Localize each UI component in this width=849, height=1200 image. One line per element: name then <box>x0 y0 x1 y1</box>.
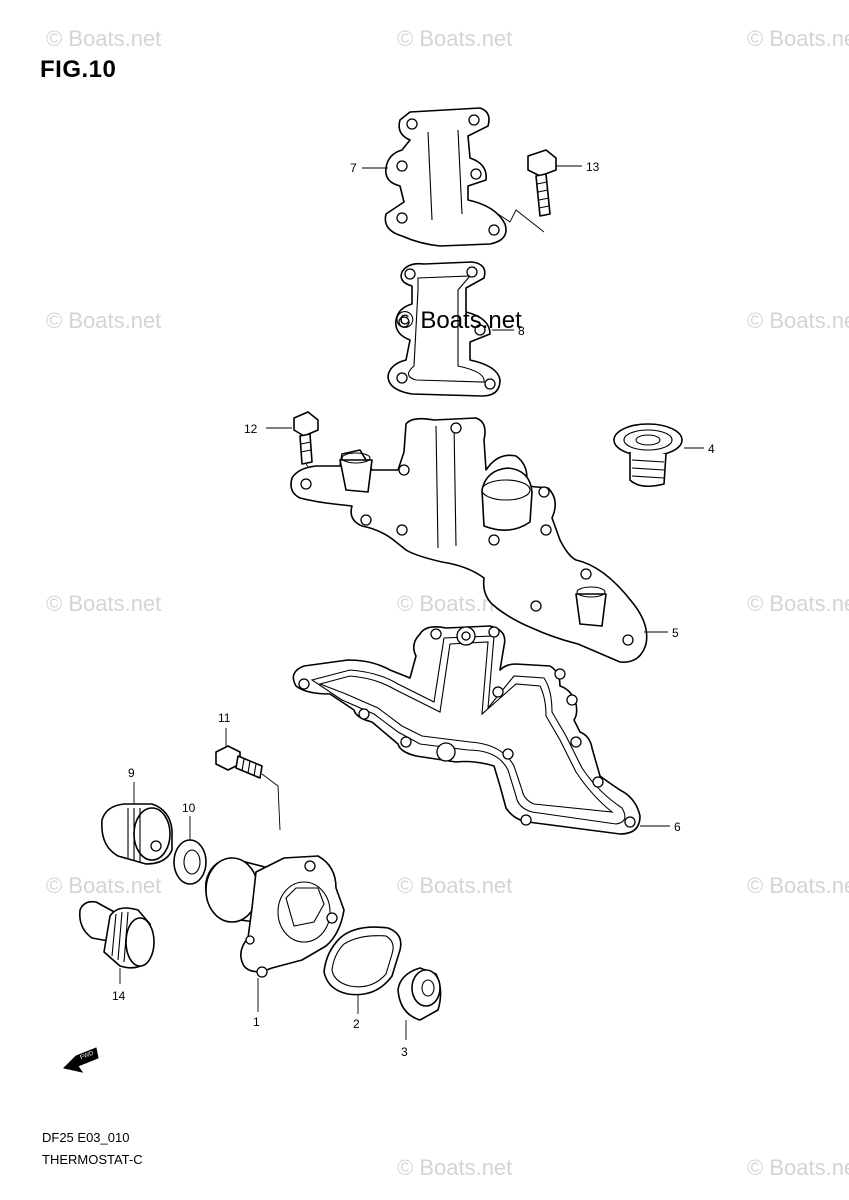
forward-direction-icon: FWD <box>63 1047 99 1073</box>
part-14-fitting <box>78 900 155 969</box>
watermark: © Boats.net <box>747 873 849 898</box>
callout-4: 4 <box>708 442 715 456</box>
figure-title: FIG.10 <box>40 56 117 83</box>
watermark: © Boats.net <box>46 591 162 616</box>
callout-3: 3 <box>401 1045 408 1059</box>
watermark: © Boats.net <box>397 1155 513 1180</box>
watermark: © Boats.net <box>747 308 849 333</box>
callout-12: 12 <box>244 422 258 436</box>
callout-7: 7 <box>350 161 357 175</box>
watermark: © Boats.net <box>46 308 162 333</box>
part-7-gasket-plate <box>384 107 507 247</box>
part-9-cap <box>101 803 173 865</box>
callout-9: 9 <box>128 766 135 780</box>
callout-5: 5 <box>672 626 679 640</box>
part-5-housing <box>290 417 648 663</box>
callout-2: 2 <box>353 1017 360 1031</box>
watermark-center: © Boats.net <box>396 307 522 334</box>
watermark: © Boats.net <box>397 873 513 898</box>
diagram-name: THERMOSTAT-C <box>42 1152 143 1167</box>
callout-6: 6 <box>674 820 681 834</box>
watermark: © Boats.net <box>46 26 162 51</box>
part-3-grommet <box>397 967 442 1021</box>
part-11-bolt <box>215 745 281 831</box>
callout-13: 13 <box>586 160 600 174</box>
callout-1: 1 <box>253 1015 260 1029</box>
callout-8: 8 <box>518 324 525 338</box>
callout-14: 14 <box>112 989 126 1003</box>
part-1-housing <box>205 855 345 978</box>
diagram-code: DF25 E03_010 <box>42 1130 130 1145</box>
watermark: © Boats.net <box>747 26 849 51</box>
part-8-gasket <box>387 261 501 397</box>
watermark: © Boats.net <box>46 873 162 898</box>
callout-11: 11 <box>218 711 231 725</box>
part-2-gasket <box>323 926 402 996</box>
part-4-thermostat <box>613 423 683 488</box>
part-6-gasket <box>292 625 641 835</box>
watermark: © Boats.net <box>397 26 513 51</box>
part-10-washer <box>173 839 207 885</box>
callout-10: 10 <box>182 801 196 815</box>
watermark: © Boats.net <box>747 1155 849 1180</box>
watermark: © Boats.net <box>747 591 849 616</box>
part-13-bolt <box>497 149 557 233</box>
forward-label: FWD <box>80 1050 96 1061</box>
